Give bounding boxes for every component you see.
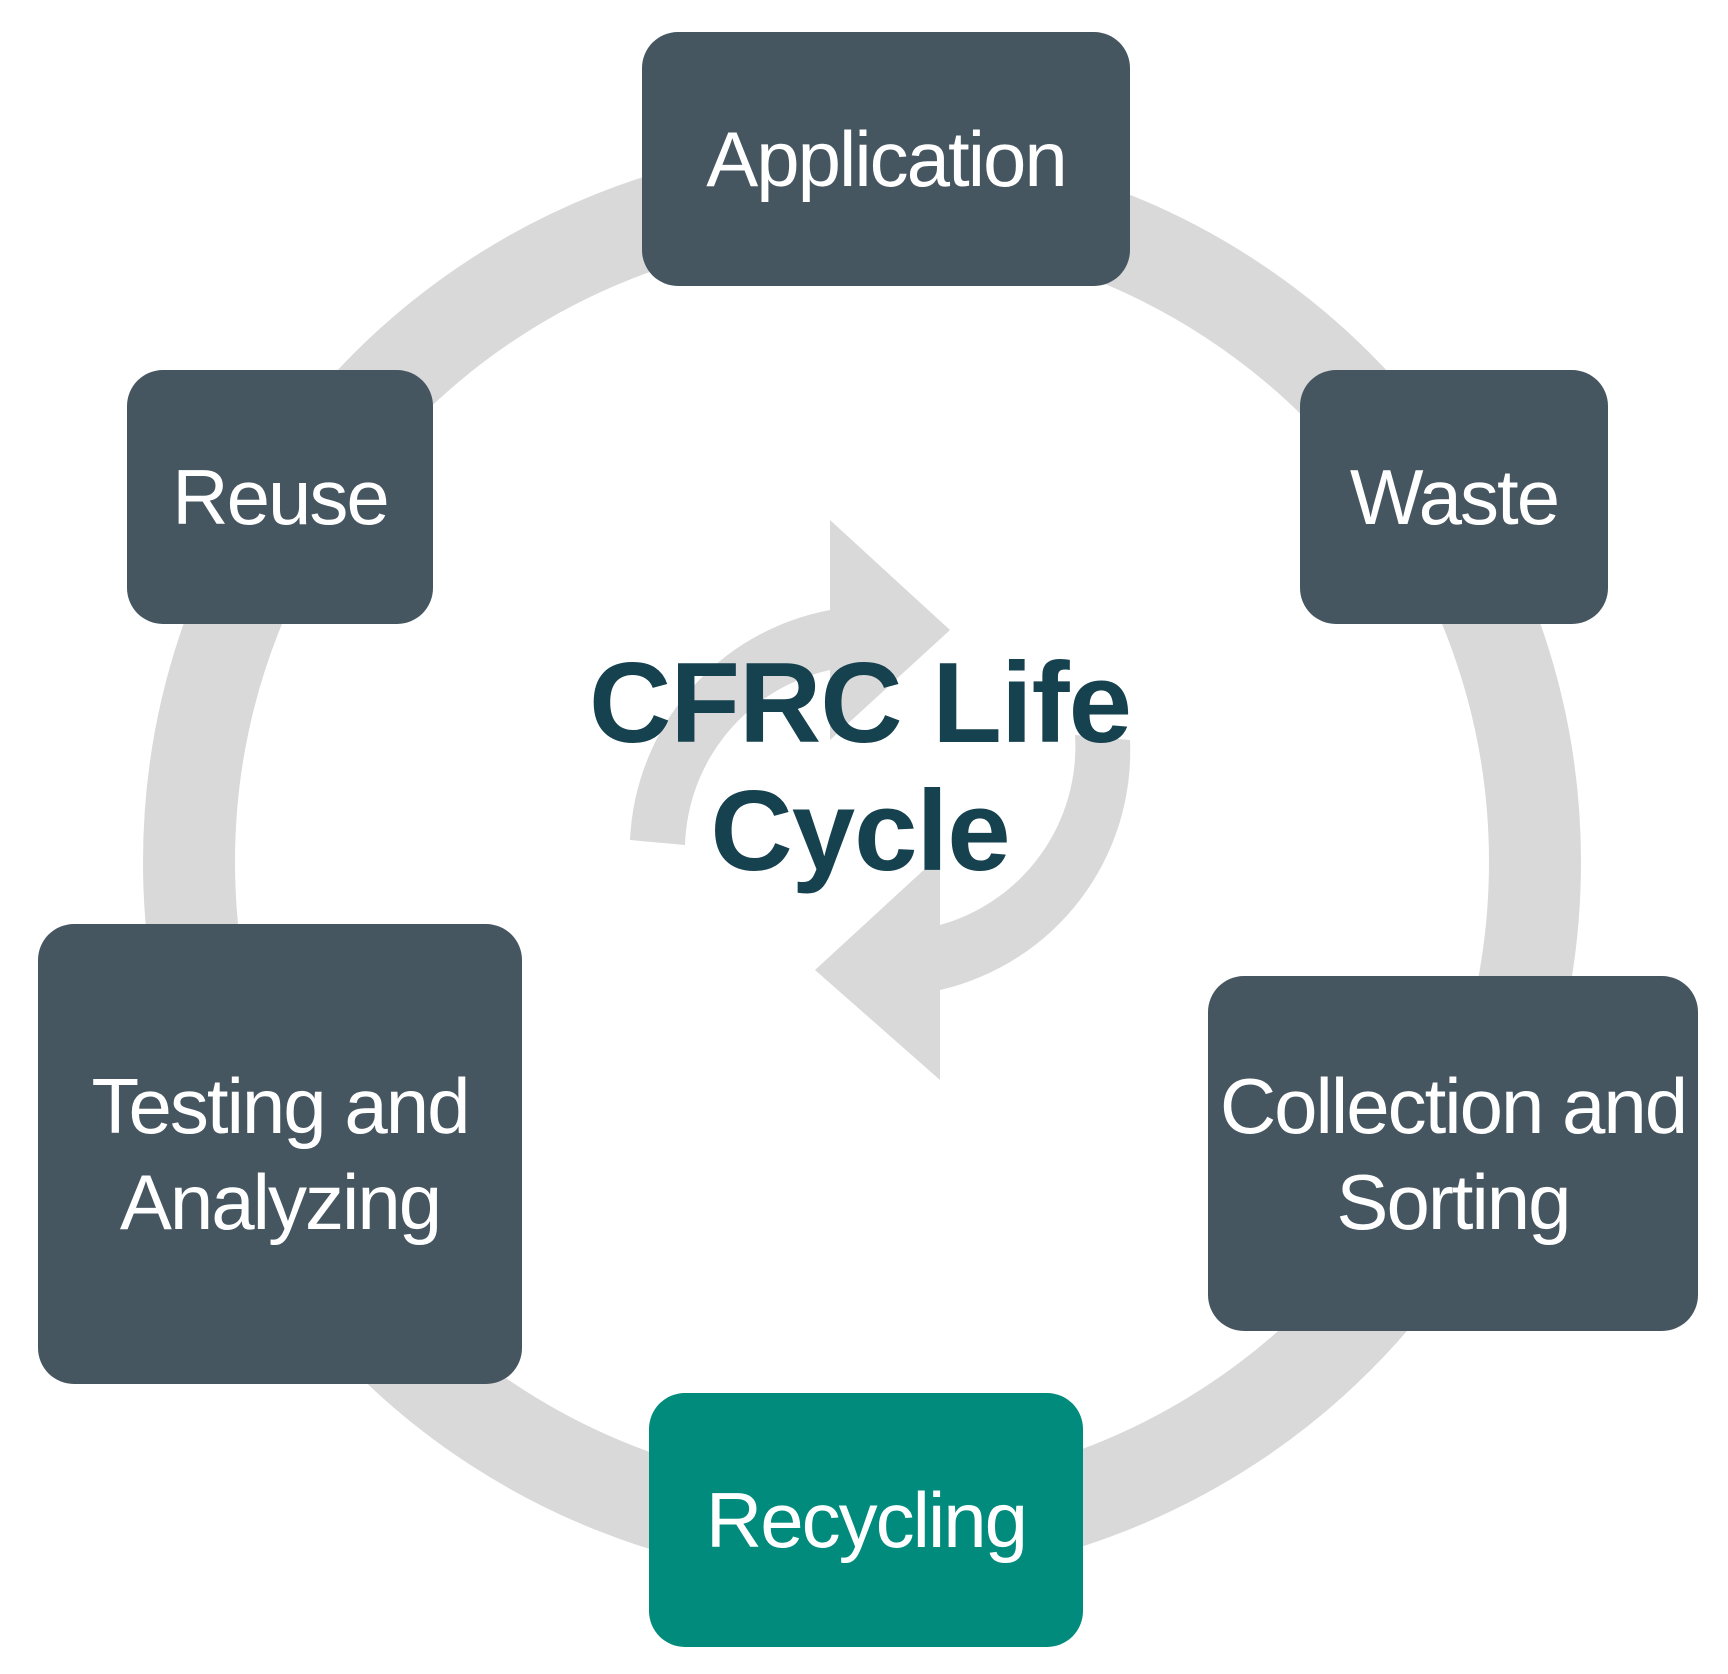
stage-testing-analyzing: Testing and Analyzing bbox=[38, 924, 522, 1384]
stage-waste-text: Waste bbox=[1349, 453, 1560, 541]
stage-collection-text-line2: Sorting bbox=[1336, 1157, 1571, 1246]
arrow-upper bbox=[630, 520, 950, 845]
stage-reuse: Reuse bbox=[127, 370, 433, 624]
stage-waste: Waste bbox=[1300, 370, 1608, 624]
stage-collection-sorting: Collection and Sorting bbox=[1208, 976, 1698, 1331]
stage-collection-label: Collection and Sorting bbox=[1219, 1058, 1688, 1250]
stage-application-label: Application bbox=[706, 111, 1068, 207]
stage-recycling-label: Recycling bbox=[705, 1472, 1028, 1568]
stage-testing-text-line2: Analyzing bbox=[119, 1158, 442, 1246]
stage-testing-label: Testing and Analyzing bbox=[91, 1058, 471, 1250]
arrow-lower bbox=[815, 735, 1131, 1080]
stage-collection-text-line1: Collection and bbox=[1219, 1061, 1688, 1150]
stage-testing-text-line1: Testing and bbox=[91, 1062, 471, 1150]
stage-recycling-text: Recycling bbox=[705, 1476, 1028, 1564]
stage-recycling: Recycling bbox=[649, 1393, 1083, 1647]
stage-application: Application bbox=[642, 32, 1130, 286]
stage-application-text: Application bbox=[706, 115, 1068, 203]
diagram-title-line2: Cycle bbox=[710, 768, 1010, 895]
diagram-title-line1: CFRC Life bbox=[589, 640, 1132, 767]
diagram-title: CFRC Life Cycle bbox=[560, 640, 1160, 896]
stage-waste-label: Waste bbox=[1349, 449, 1560, 545]
stage-reuse-label: Reuse bbox=[172, 449, 389, 545]
circular-arrows-icon bbox=[630, 520, 1131, 1080]
stage-reuse-text: Reuse bbox=[172, 453, 389, 541]
